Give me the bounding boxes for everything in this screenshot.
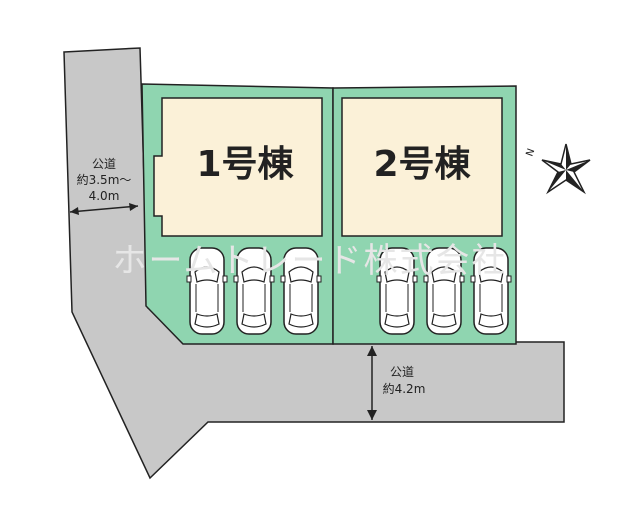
watermark: ホームトレード株式会社 (113, 241, 508, 281)
building-2-label: 2号棟 (373, 144, 471, 185)
north-label: N (524, 147, 537, 158)
compass-star-icon (541, 143, 591, 195)
west-road-width-marker (69, 203, 139, 215)
building-1: 1号棟 (153, 97, 323, 237)
building-2: 2号棟 (341, 97, 503, 237)
west-road-width-2: 4.0m (89, 189, 120, 203)
south-road-label: 公道 (390, 365, 414, 379)
west-road-label: 公道 (92, 157, 116, 171)
west-road-width: 約3.5m～ (77, 172, 132, 187)
south-road-width-marker (367, 346, 377, 420)
south-road-width: 約4.2m (383, 381, 426, 396)
building-1-label: 1号棟 (196, 144, 294, 185)
